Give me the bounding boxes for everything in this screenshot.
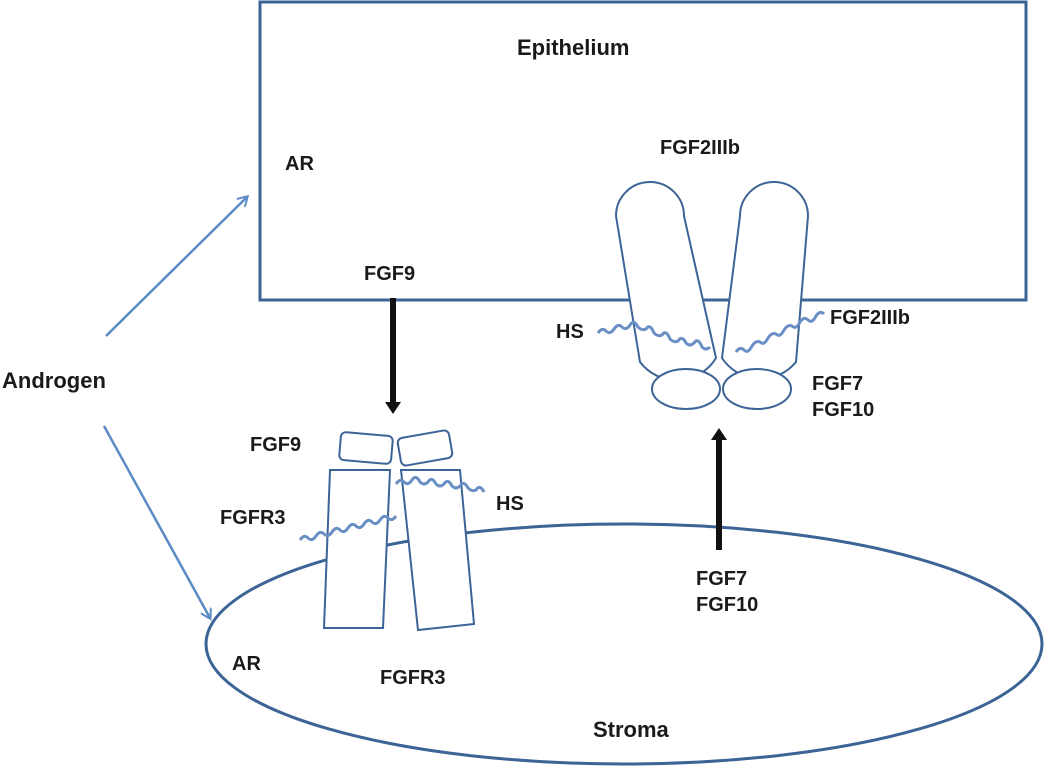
epithelium-fgf9-label: FGF9 <box>364 263 416 285</box>
fgf9-ligand-right <box>396 429 454 467</box>
epithelium-fgf2iiib-label: FGF2IIIb <box>660 137 740 159</box>
fgf2iiib-complex-ligand-labels: FGF7 FGF10 <box>812 371 874 423</box>
hs-wavy-fgf2iiib-right <box>734 310 826 353</box>
stroma-fgfr3-label: FGFR3 <box>380 667 446 689</box>
stroma-ellipse <box>204 522 1044 766</box>
fgf7-ligand-right <box>722 368 792 410</box>
fgfr3-receptor-left <box>322 469 392 629</box>
fgfr3-receptor-right <box>399 469 476 632</box>
fgf9-ligand-left <box>338 431 394 465</box>
stroma-ar-label: AR <box>232 653 261 675</box>
fgf7-arrow-head <box>711 428 727 440</box>
fgf2iiib-complex-hs-label: HS <box>556 321 584 343</box>
fgf9-arrow-head <box>385 402 401 414</box>
stroma-ligand-labels: FGF7 FGF10 <box>696 566 758 618</box>
fgfr3-complex-receptor-label: FGFR3 <box>220 507 286 529</box>
fgf2iiib-receptor-left <box>614 181 718 382</box>
fgfr3-complex <box>298 429 486 632</box>
stroma-fgf7-label: FGF7 <box>696 568 748 590</box>
androgen-arrow-to-stroma <box>102 425 210 618</box>
hs-wavy-fgfr3-left <box>298 514 398 542</box>
fgf7-ligand-left <box>651 368 721 410</box>
androgen-label: Androgen <box>2 368 106 393</box>
fgf2iiib-complex-fgf7-label: FGF7 <box>812 373 864 395</box>
hs-wavy-fgf2iiib-left <box>596 320 712 351</box>
stroma-title: Stroma <box>593 717 669 742</box>
androgen-arrow-to-epithelium <box>105 197 247 337</box>
fgf2iiib-complex-fgf10-label: FGF10 <box>812 399 875 421</box>
epithelium-title: Epithelium <box>517 35 630 60</box>
epithelium-ar-label: AR <box>285 153 314 175</box>
fgfr3-complex-hs-label: HS <box>496 493 524 515</box>
fgfr3-complex-ligand-label: FGF9 <box>250 434 302 456</box>
hs-wavy-fgfr3-right <box>394 475 486 493</box>
fgf2iiib-complex-receptor-label: FGF2IIIb <box>830 307 910 329</box>
fgf2iiib-complex <box>596 181 826 410</box>
fgf2iiib-receptor-right <box>720 181 810 380</box>
stroma-fgf10-label: FGF10 <box>696 594 759 616</box>
